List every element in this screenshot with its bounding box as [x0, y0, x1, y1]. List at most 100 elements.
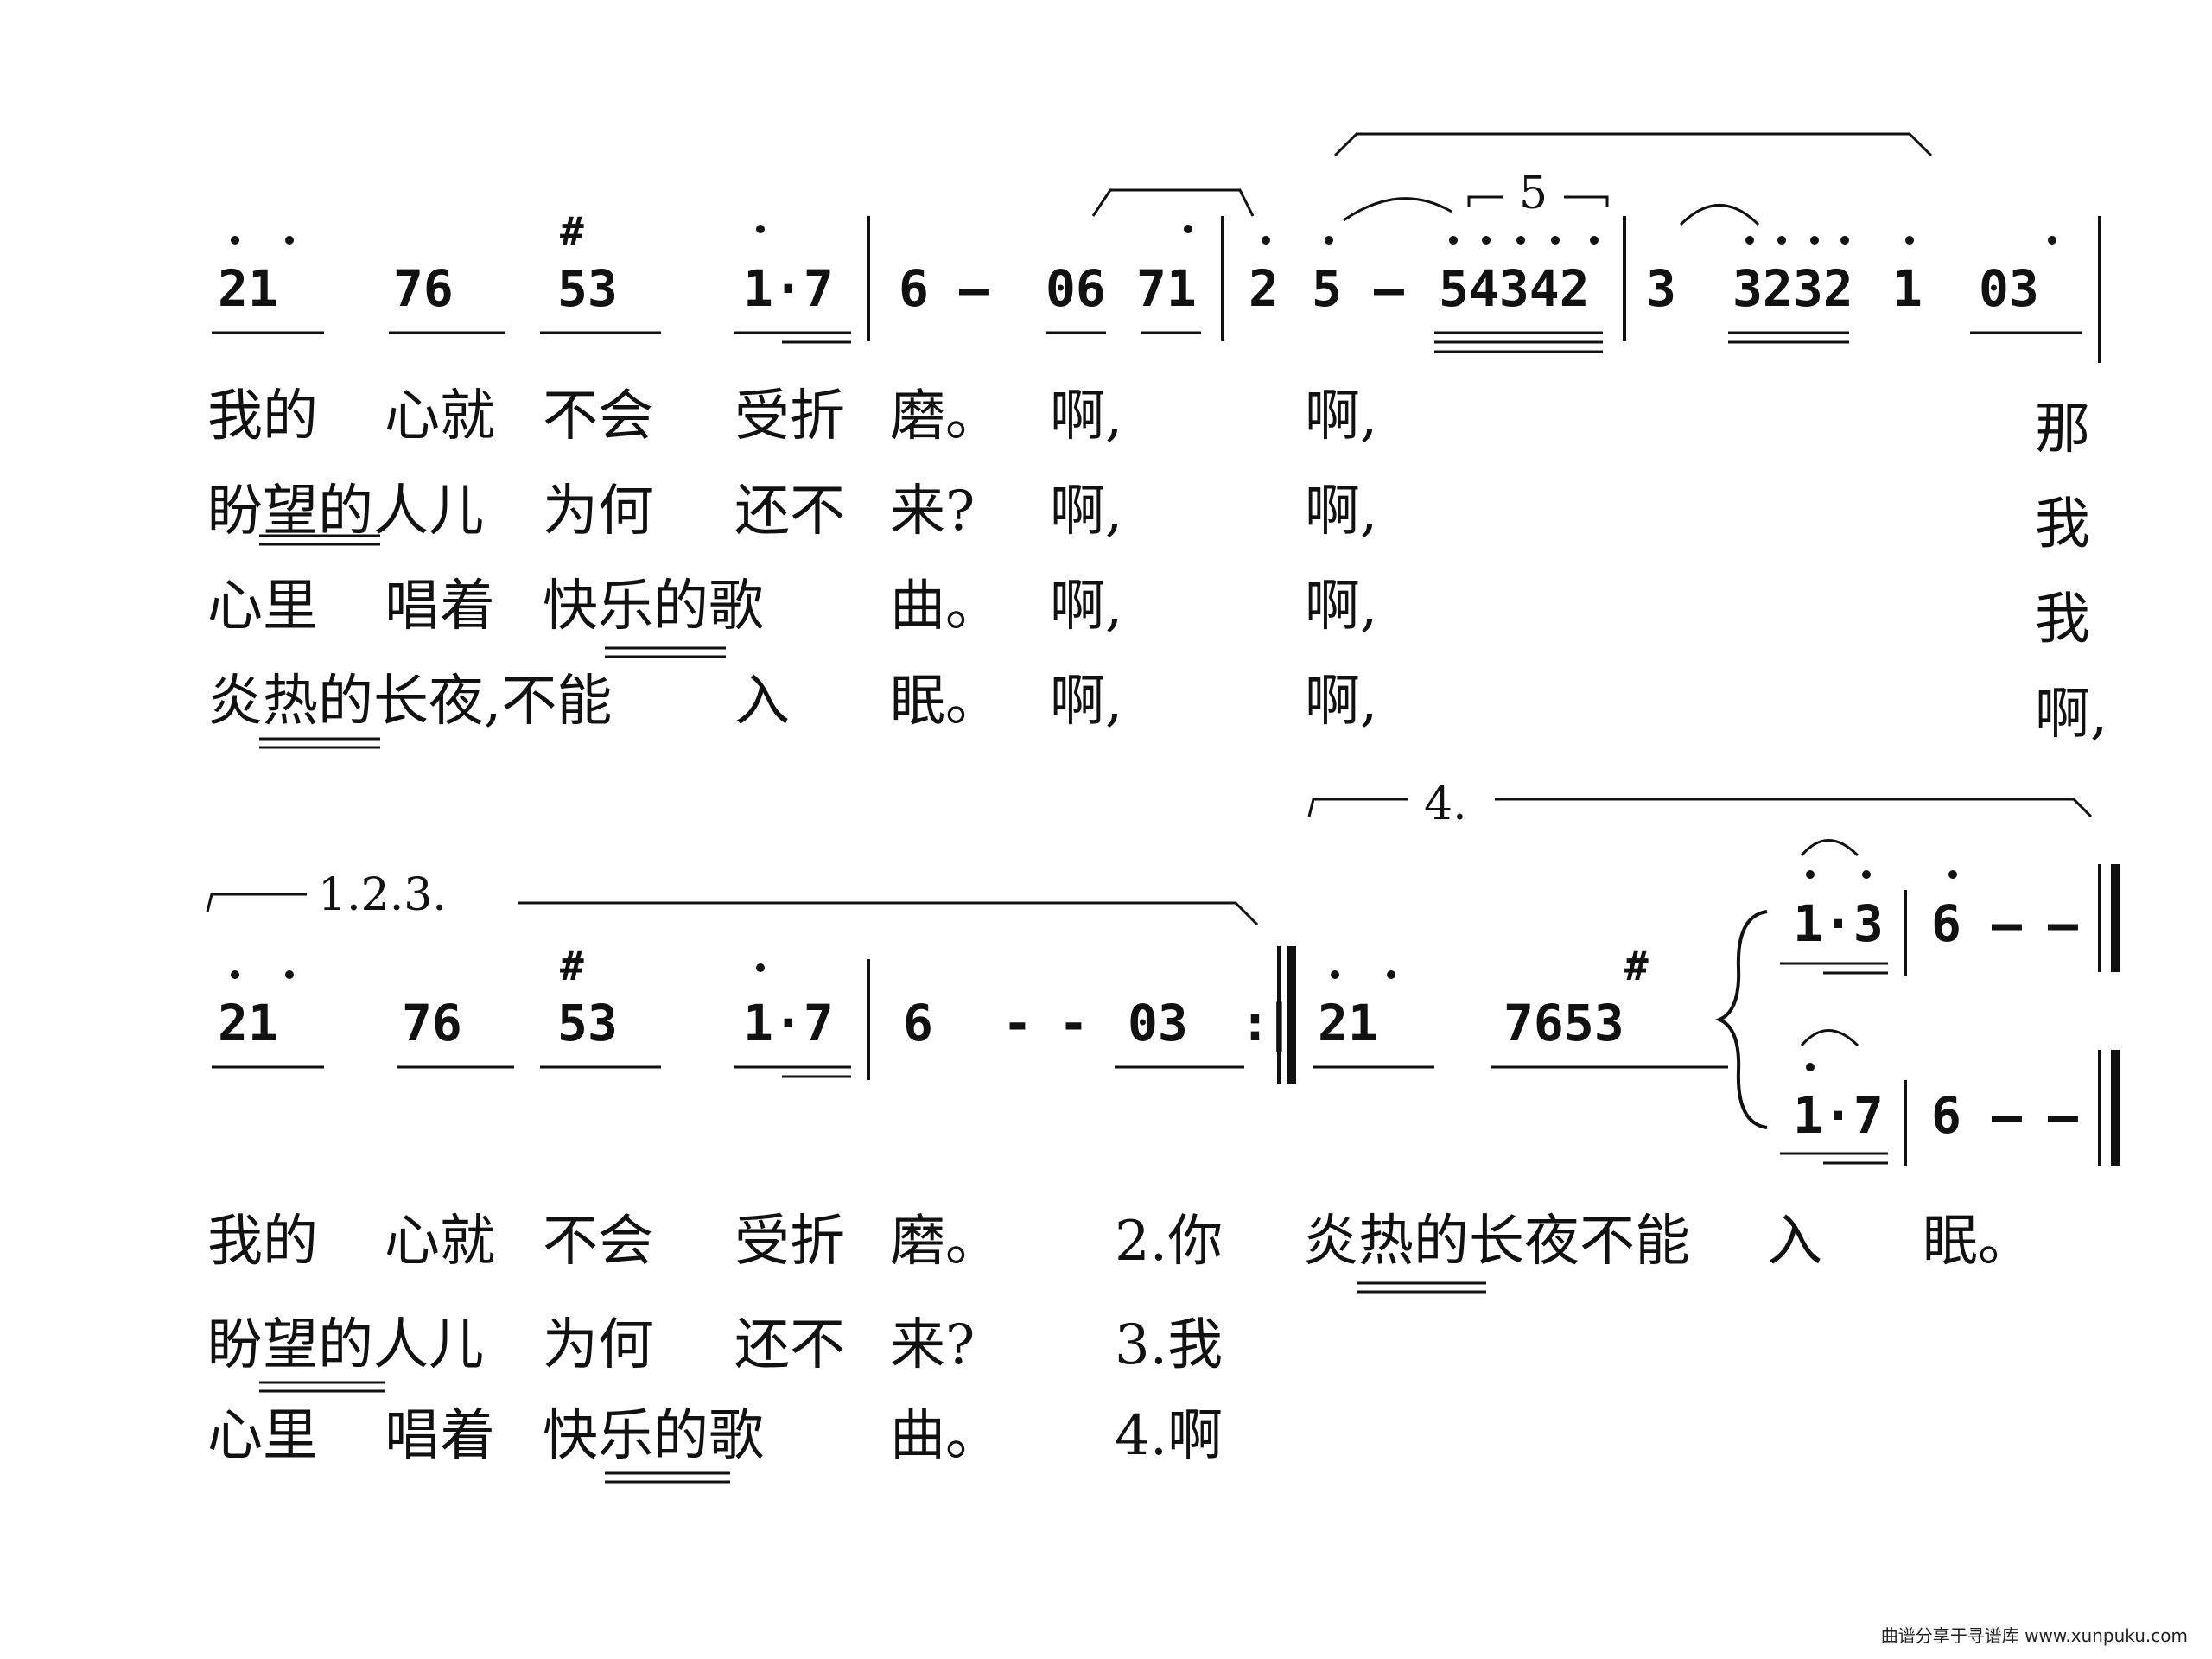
tuplet-bracket — [1467, 195, 1609, 207]
lyric: 曲。 — [890, 575, 1001, 639]
lyric: 我的 — [207, 385, 318, 448]
note: 3 — [1646, 259, 1676, 318]
lyric: 炎热的长夜,不能 — [207, 670, 613, 734]
volta-line — [1495, 798, 2093, 818]
sharp-sign: # — [560, 208, 584, 255]
lyric: 啊, — [1050, 385, 1123, 448]
lyric: 眠。 — [890, 670, 1001, 734]
lyric: 磨。 — [890, 385, 1001, 448]
volta-line — [1307, 798, 1408, 817]
note-group: 03 — [1979, 259, 2039, 318]
volta-label-2: 4. — [1417, 782, 1474, 827]
lyric: 啊, — [1305, 575, 1378, 639]
lyric: 心里 — [207, 1404, 318, 1468]
lyric: 为何 — [543, 480, 653, 543]
lyric: 心就 — [385, 385, 495, 448]
lyric: 来? — [890, 1313, 976, 1377]
lyric: 啊, — [1305, 670, 1378, 734]
dash: - — [1058, 994, 1089, 1052]
watermark: 曲谱分享于寻谱库 www.xunpuku.com — [1880, 1625, 2188, 1646]
dash: — — [959, 259, 989, 318]
octave-dots — [231, 225, 2056, 245]
lyric: 啊, — [2035, 683, 2108, 747]
note-group: 1·7 — [743, 994, 834, 1052]
lyric: 唱着 — [385, 1404, 495, 1468]
note: 5 — [1312, 259, 1342, 318]
fermata-arc — [1800, 1029, 1859, 1047]
lyric: 炎热的长夜不能 — [1303, 1210, 1690, 1274]
note: 6 — [1931, 894, 1961, 953]
note-group: 53 — [557, 259, 618, 318]
lyric: 唱着 — [385, 575, 495, 639]
volta-line — [206, 893, 307, 912]
brace — [1714, 910, 1768, 1129]
phrase-bracket — [1333, 132, 1933, 157]
lyric: 盼望的人儿 — [207, 480, 484, 543]
lyric: 不会 — [543, 385, 653, 448]
dash: — — [1992, 1086, 2022, 1145]
lyric: 心里 — [207, 575, 318, 639]
note-group: 06 — [1046, 259, 1106, 318]
lyric: 受折 — [734, 1210, 845, 1274]
lyric: 啊, — [1305, 480, 1378, 543]
lyric: 入 — [1767, 1210, 1822, 1274]
lyric: 入 — [734, 670, 790, 734]
note: 1 — [1892, 259, 1923, 318]
dash: - — [1002, 994, 1033, 1052]
note-group: 21 — [218, 994, 278, 1052]
note-group: 71 — [1136, 259, 1197, 318]
lyric: 快乐的歌 — [543, 1404, 764, 1468]
lyric: 磨。 — [890, 1210, 1001, 1274]
volta-label-1: 1.2.3. — [311, 873, 454, 918]
lyric: 我 — [2035, 588, 2090, 652]
lyric: 曲。 — [890, 1404, 1001, 1468]
slur — [1343, 197, 1452, 222]
lyric: 我 — [2035, 493, 2090, 556]
lyric: 不会 — [543, 1210, 653, 1274]
slur — [1679, 204, 1760, 226]
note-group: 54342 — [1439, 259, 1590, 318]
note: 6 — [899, 259, 929, 318]
lyric: 那 — [2035, 397, 2090, 461]
lyric: 受折 — [734, 385, 845, 448]
lyric: 啊, — [1050, 480, 1123, 543]
note-group: 21 — [218, 259, 278, 318]
note-group: 03 — [1128, 994, 1188, 1052]
fermata-arc — [1800, 839, 1859, 857]
lyric: 啊, — [1050, 575, 1123, 639]
lyric: 心就 — [385, 1210, 495, 1274]
lyric: 为何 — [543, 1313, 653, 1377]
lyric: 快乐的歌 — [543, 575, 764, 639]
dash: — — [1374, 259, 1404, 318]
note-group: 21 — [1318, 994, 1378, 1052]
note-group: 76 — [393, 259, 454, 318]
note-group: 3232 — [1732, 259, 1853, 318]
slur — [1091, 188, 1255, 217]
note-group: 76 — [402, 994, 462, 1052]
lyric: 啊, — [1305, 385, 1378, 448]
octave-dots — [231, 870, 1957, 1071]
lyric: 来? — [890, 480, 976, 543]
lyric: 还不 — [734, 1313, 845, 1377]
note-group: 1·7 — [1793, 1086, 1884, 1145]
sharp-sign: # — [560, 943, 584, 989]
lyric: 2.你 — [1115, 1210, 1224, 1274]
dash: — — [2048, 1086, 2078, 1145]
dash: — — [2048, 894, 2078, 953]
lyric: 啊, — [1050, 670, 1123, 734]
lyric: 还不 — [734, 480, 845, 543]
note: 6 — [1931, 1086, 1961, 1145]
dash: — — [1992, 894, 2022, 953]
lyric: 4.啊 — [1115, 1404, 1224, 1468]
note-group: 1·3 — [1793, 894, 1884, 953]
lyric: 盼望的人儿 — [207, 1313, 484, 1377]
lyric: 我的 — [207, 1210, 318, 1274]
tuplet-label: 5 — [1512, 171, 1555, 216]
note-group: 7653 — [1503, 994, 1624, 1052]
volta-line — [518, 901, 1259, 926]
lyric: 眠。 — [1923, 1210, 2033, 1274]
sharp-sign: # — [1624, 943, 1649, 989]
note-group: 53 — [557, 994, 618, 1052]
note: 6 — [903, 994, 933, 1052]
